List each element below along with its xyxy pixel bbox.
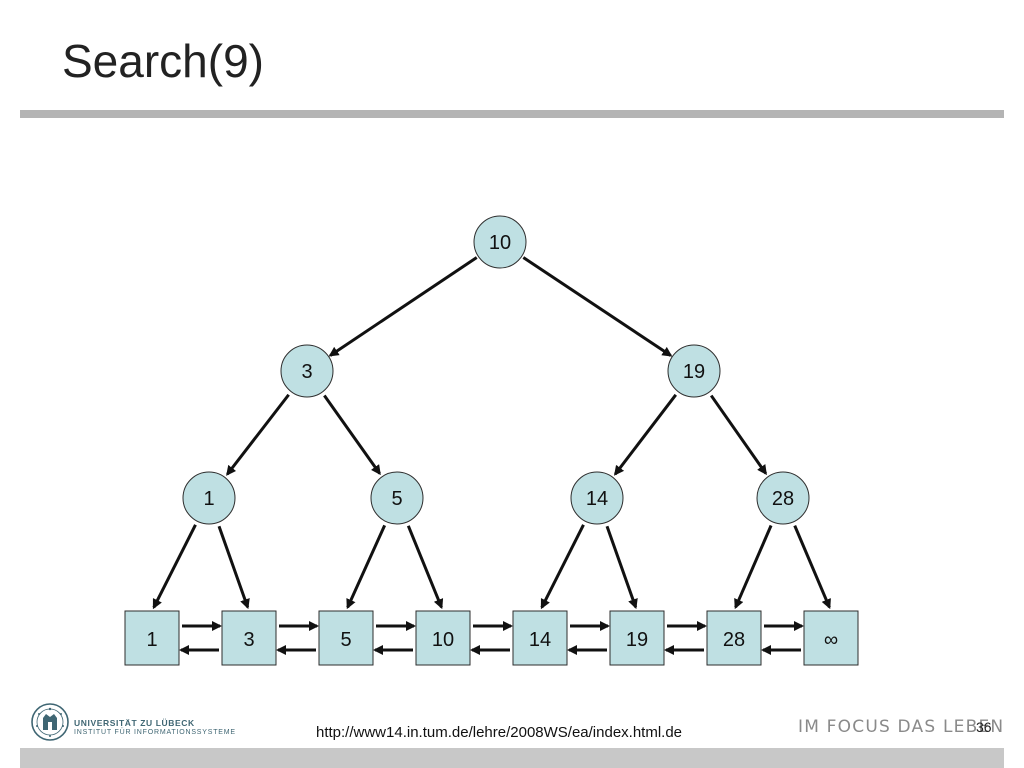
tree-node-l2-3-label: 28 [772,488,794,510]
leaf-node-1: 3 [221,610,277,666]
leaf-node-7-box [803,610,859,666]
university-logo: UNIVERSITÄT ZU LÜBECK INSTITUT FÜR INFOR… [30,700,235,744]
edge-l2-to-leaf-5 [605,525,638,610]
slide-title: Search(9) [62,35,264,87]
tree-node-l1-1: 19 [667,344,721,398]
tree-node-l2-2-circle [570,471,624,525]
leaf-node-0-label: 1 [146,629,157,651]
edges-layer [152,256,831,655]
tree-node-l2-3-circle [756,471,810,525]
leaf-node-5-label: 19 [626,629,648,651]
edge-l2-to-leaf-7 [793,525,831,610]
bottom-band [20,748,1004,768]
leaf-node-2: 5 [318,610,374,666]
tree-node-l2-0: 1 [182,471,236,525]
leaf-node-5-box [609,610,665,666]
tree-node-root-label: 10 [489,232,511,254]
leaf-node-7: ∞ [803,610,859,666]
edge-l2-to-leaf-2 [346,524,387,610]
leaf-node-4-label: 14 [529,629,551,651]
leaf-node-1-label: 3 [243,629,254,651]
edge-l1-to-l2-3 [709,394,768,476]
edge-root-to-l1-1 [522,256,673,357]
edge-l2-to-leaf-0 [152,524,197,610]
tree-node-l2-1-circle [370,471,424,525]
tree-node-root-circle [473,215,527,269]
source-url: http://www14.in.tum.de/lehre/2008WS/ea/i… [316,724,683,741]
nodes-layer: 10 3 19 1 5 14 28 1 3 5 10 14 19 28 ∞ [124,215,859,666]
edge-l2-to-leaf-6 [734,524,773,610]
edge-l1-to-l2-0 [226,393,290,476]
logo-university-name: UNIVERSITÄT ZU LÜBECK [74,718,195,728]
edge-l1-to-l2-2 [613,393,677,476]
leaf-node-2-box [318,610,374,666]
title-divider [20,110,1004,118]
edge-root-to-l1-0 [328,256,478,357]
leaf-node-5: 19 [609,610,665,666]
edge-l2-to-leaf-1 [217,525,250,610]
tree-node-l2-1-label: 5 [391,488,402,510]
page-number: 36 [976,719,992,735]
leaf-node-3-label: 10 [432,629,454,651]
leaf-node-6: 28 [706,610,762,666]
leaf-node-3: 10 [415,610,471,666]
leaf-node-0-box [124,610,180,666]
leaf-node-2-label: 5 [340,629,351,651]
tree-node-root: 10 [473,215,527,269]
tree-node-l1-0-circle [280,344,334,398]
logo-institute-name: INSTITUT FÜR INFORMATIONSSYSTEME [74,729,236,736]
tree-node-l1-0-label: 3 [301,361,312,383]
tree-node-l2-1: 5 [370,471,424,525]
leaf-node-6-label: 28 [723,629,745,651]
leaf-node-4: 14 [512,610,568,666]
university-slogan: IM FOCUS DAS LEBEN [798,717,1005,737]
tree-node-l1-1-label: 19 [683,361,705,383]
leaf-node-7-label: ∞ [824,629,838,651]
tree-node-l2-2: 14 [570,471,624,525]
tree-node-l2-3: 28 [756,471,810,525]
leaf-node-3-box [415,610,471,666]
leaf-node-1-box [221,610,277,666]
tree-node-l1-1-circle [667,344,721,398]
university-seal-icon [31,703,69,741]
leaf-node-0: 1 [124,610,180,666]
leaf-node-6-box [706,610,762,666]
tree-node-l2-0-circle [182,471,236,525]
edge-l2-to-leaf-4 [540,524,585,610]
leaf-node-4-box [512,610,568,666]
edge-l2-to-leaf-3 [406,525,444,610]
tree-node-l2-0-label: 1 [203,488,214,510]
edge-l1-to-l2-1 [323,394,381,476]
tree-node-l2-2-label: 14 [586,488,608,510]
tree-node-l1-0: 3 [280,344,334,398]
